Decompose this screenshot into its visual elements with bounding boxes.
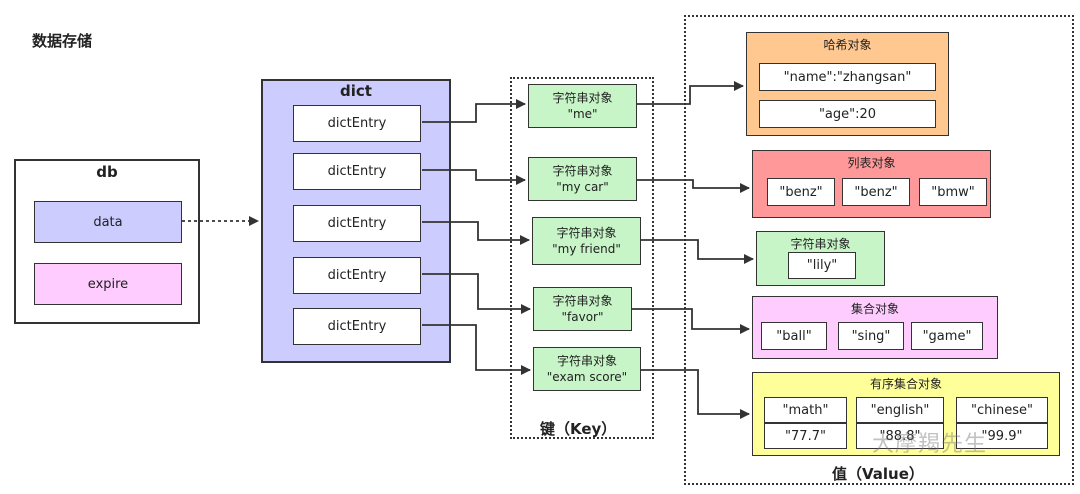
list-item: "bmw"	[919, 178, 987, 206]
list-item: "benz"	[842, 178, 910, 206]
hash-field: "name":"zhangsan"	[759, 63, 936, 91]
zset-member: "math"	[764, 397, 847, 423]
key-object-me: 字符串对象 "me"	[528, 84, 637, 128]
zset-score: "77.7"	[764, 423, 847, 449]
entry-to-key-arrow	[422, 324, 531, 375]
set-label: 集合对象	[850, 302, 899, 316]
values-region	[684, 15, 1074, 485]
key-type: 字符串对象	[556, 226, 617, 240]
key-to-value-arrow	[637, 81, 744, 105]
db-expire-field: expire	[34, 263, 182, 305]
key-type: 字符串对象	[552, 294, 613, 308]
diagram-title: 数据存储	[32, 32, 93, 50]
dict-entry: dictEntry	[293, 257, 421, 294]
list-label: 列表对象	[847, 156, 896, 170]
values-caption: 值（Value）	[832, 465, 924, 483]
entry-to-key-arrow	[422, 221, 530, 245]
keys-caption: 键（Key）	[540, 420, 617, 438]
keys-region	[510, 77, 654, 439]
key-object-my-friend: 字符串对象 "my friend"	[532, 217, 641, 265]
set-member: "sing"	[838, 322, 904, 350]
entry-to-key-arrow	[422, 273, 531, 314]
dict-entry: dictEntry	[293, 308, 421, 345]
key-type: 字符串对象	[552, 164, 613, 178]
db-box: db data expire	[14, 159, 200, 324]
zset-score: "99.9"	[956, 423, 1048, 449]
key-to-value-arrow	[641, 369, 750, 419]
set-member: "ball"	[761, 322, 827, 350]
hash-object: 哈希对象 "name":"zhangsan" "age":20	[746, 32, 949, 136]
string-label: 字符串对象	[790, 237, 851, 251]
dict-entry: dictEntry	[293, 153, 421, 190]
dict-label: dict	[340, 82, 372, 100]
key-object-exam-score: 字符串对象 "exam score"	[533, 347, 641, 391]
key-name: "my friend"	[552, 242, 621, 256]
key-name: "favor"	[561, 310, 604, 324]
key-name: "me"	[567, 107, 598, 121]
entry-to-key-arrow	[422, 99, 526, 123]
db-label: db	[96, 163, 118, 181]
list-item: "benz"	[767, 178, 835, 206]
zset-object: 有序集合对象 "math" "77.7" "english" "88.8" "c…	[752, 372, 1060, 456]
hash-label: 哈希对象	[823, 38, 872, 52]
key-name: "my car"	[556, 180, 609, 194]
key-type: 字符串对象	[556, 354, 617, 368]
key-object-favor: 字符串对象 "favor"	[533, 287, 632, 331]
set-object: 集合对象 "ball" "sing" "game"	[752, 296, 998, 359]
db-data-field: data	[34, 201, 182, 243]
dict-entry: dictEntry	[293, 105, 421, 142]
hash-field: "age":20	[759, 100, 936, 128]
list-object: 列表对象 "benz" "benz" "bmw"	[752, 150, 991, 218]
set-member: "game"	[911, 322, 983, 350]
key-to-value-arrow	[637, 179, 750, 193]
zset-score: "88.8"	[856, 423, 944, 449]
string-object: 字符串对象 "lily"	[756, 231, 885, 286]
watermark: 大摩羯先生	[872, 432, 988, 457]
zset-member: "chinese"	[956, 397, 1048, 423]
key-to-value-arrow	[632, 308, 750, 334]
string-value: "lily"	[788, 252, 856, 279]
key-type: 字符串对象	[552, 91, 613, 105]
dict-box: dict dictEntry dictEntry dictEntry dictE…	[261, 79, 451, 363]
entry-to-key-arrow	[422, 169, 526, 185]
key-to-value-arrow	[641, 239, 754, 264]
zset-label: 有序集合对象	[869, 377, 942, 391]
key-object-my-car: 字符串对象 "my car"	[528, 157, 637, 201]
zset-member: "english"	[856, 397, 944, 423]
dict-entry: dictEntry	[293, 205, 421, 242]
key-name: "exam score"	[546, 370, 628, 384]
